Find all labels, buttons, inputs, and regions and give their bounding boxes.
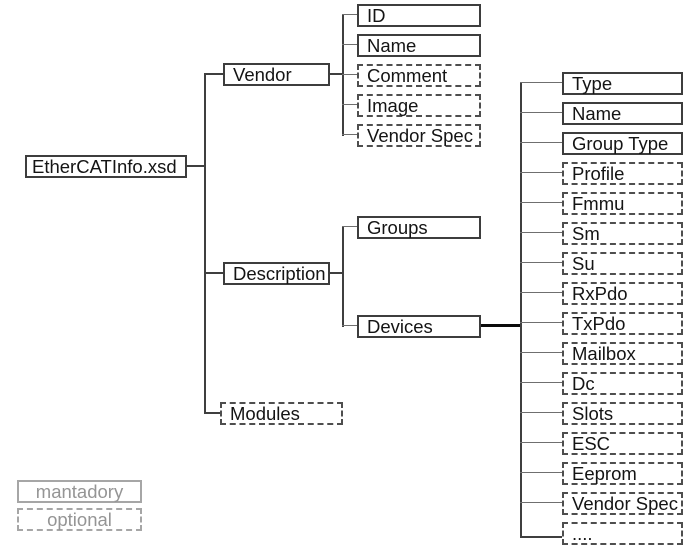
edge-description-out — [330, 272, 343, 274]
node-description: Description — [223, 262, 330, 285]
node-name: Name — [357, 34, 481, 57]
node-mailbox: Mailbox — [562, 342, 683, 365]
node-type: Type — [562, 72, 683, 95]
edge-stub-txpdo — [520, 322, 562, 323]
edge-stub-type — [520, 82, 562, 83]
edge-stub-esc — [520, 442, 562, 443]
edge-stub-rxpdo — [520, 292, 562, 293]
edge-branch-modules — [204, 412, 220, 414]
edge-stub-id — [342, 14, 357, 15]
node-ethercatinfo-xsd: EtherCATInfo.xsd — [25, 155, 187, 178]
node-fmmu: Fmmu — [562, 192, 683, 215]
node-su: Su — [562, 252, 683, 275]
node-sm: Sm — [562, 222, 683, 245]
node-dc: Dc — [562, 372, 683, 395]
node-id: ID — [357, 4, 481, 27]
edge-branch-description — [204, 272, 223, 274]
edge-stub-image — [342, 104, 357, 105]
edge-stub-comment — [342, 74, 357, 75]
edge-stub-mailbox — [520, 352, 562, 353]
node-vendor-spec2: Vendor Spec — [562, 492, 683, 515]
edge-root-to-trunk — [187, 165, 205, 167]
node-vendor: Vendor — [223, 63, 330, 86]
node-ellipsis: .... — [562, 522, 683, 545]
edge-stub-su — [520, 262, 562, 263]
node-group-type: Group Type — [562, 132, 683, 155]
node-eeprom: Eeprom — [562, 462, 683, 485]
node-image: Image — [357, 94, 481, 117]
edge-stub-groups — [342, 226, 357, 227]
node-profile: Profile — [562, 162, 683, 185]
node-slots: Slots — [562, 402, 683, 425]
edge-branch-vendor — [204, 73, 223, 75]
edge-stub-devices — [342, 325, 357, 326]
edge-trunk-devices — [520, 82, 522, 538]
legend-mandatory: mantadory — [17, 480, 142, 503]
edge-stub-profile — [520, 172, 562, 173]
node-comment: Comment — [357, 64, 481, 87]
node-groups: Groups — [357, 216, 481, 239]
node-devices: Devices — [357, 315, 481, 338]
edge-stub-ellipsis — [520, 536, 562, 538]
edge-stub-sm — [520, 232, 562, 233]
edge-trunk-level1 — [204, 73, 206, 414]
edge-stub-eeprom — [520, 472, 562, 473]
edge-stub-slots — [520, 412, 562, 413]
node-rxpdo: RxPdo — [562, 282, 683, 305]
edge-stub-vendorspec2 — [520, 502, 562, 503]
edge-stub-grouptype — [520, 142, 562, 143]
edge-stub-dc — [520, 382, 562, 383]
edge-vendor-out — [330, 73, 343, 75]
edge-trunk-description — [342, 226, 344, 327]
edge-devices-out — [480, 324, 522, 327]
node-txpdo: TxPdo — [562, 312, 683, 335]
node-vendor-spec: Vendor Spec — [357, 124, 481, 147]
node-modules: Modules — [220, 402, 343, 425]
legend-optional: optional — [17, 508, 142, 531]
edge-stub-fmmu — [520, 202, 562, 203]
edge-trunk-vendor — [342, 14, 344, 136]
edge-stub-name — [342, 44, 357, 45]
node-esc: ESC — [562, 432, 683, 455]
node-name-device: Name — [562, 102, 683, 125]
edge-stub-vendorspec — [342, 134, 357, 135]
edge-stub-name2 — [520, 112, 562, 113]
